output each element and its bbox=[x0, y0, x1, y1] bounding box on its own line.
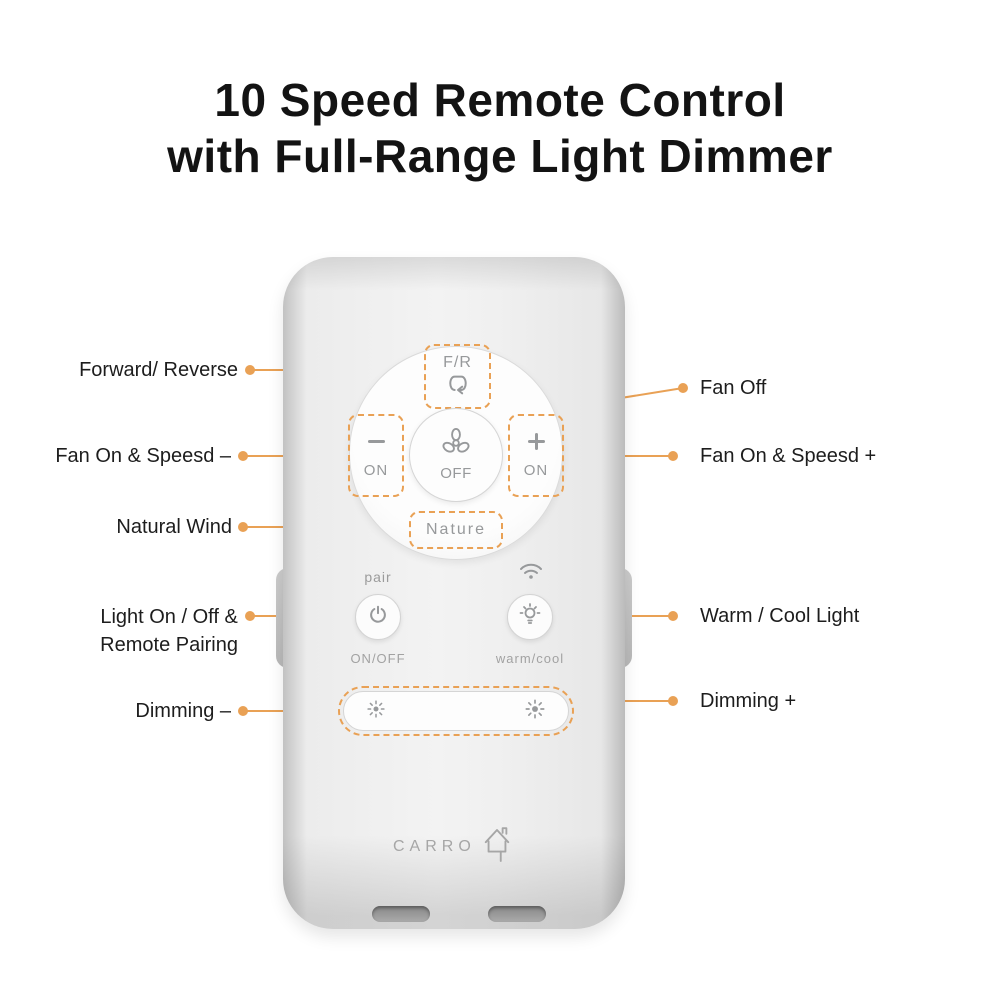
light-onoff-pair-button bbox=[355, 594, 401, 640]
house-icon bbox=[482, 825, 512, 870]
page-title-line2: with Full-Range Light Dimmer bbox=[167, 130, 833, 183]
callout-dot bbox=[238, 706, 248, 716]
fan-off-button: OFF bbox=[409, 408, 503, 502]
wifi-icon bbox=[519, 562, 543, 580]
dimmer-pill bbox=[343, 691, 569, 731]
pair-label: pair bbox=[364, 569, 392, 585]
power-icon bbox=[367, 604, 389, 631]
callout-dot bbox=[678, 383, 688, 393]
callout-label-fan-on-speed-plus: Fan On & Speesd + bbox=[700, 445, 877, 467]
callout-label-dimming-minus: Dimming – bbox=[135, 700, 231, 722]
plus-icon bbox=[527, 432, 545, 450]
brand-logo: CARRO bbox=[393, 826, 512, 868]
callout-label-light-onoff-line1: Light On / Off & bbox=[100, 606, 238, 628]
remote-control: F/R OFF bbox=[276, 257, 632, 929]
onoff-label: ON/OFF bbox=[350, 651, 406, 666]
forward-reverse-button: F/R bbox=[424, 344, 491, 409]
fan-icon bbox=[439, 428, 473, 463]
callout-label-dimming-plus: Dimming + bbox=[700, 690, 797, 712]
fan-speed-minus-button: ON bbox=[348, 414, 404, 497]
callout-dot bbox=[238, 451, 248, 461]
callout-label-light-onoff-pairing: Light On / Off & Remote Pairing bbox=[100, 603, 238, 659]
brand-name: CARRO bbox=[393, 838, 476, 855]
dim-minus-sun-icon bbox=[366, 699, 386, 724]
fan-speed-plus-button: ON bbox=[508, 414, 564, 497]
fan-speed-plus-label: ON bbox=[523, 462, 549, 479]
callout-dot bbox=[238, 522, 248, 532]
callout-dot bbox=[668, 696, 678, 706]
callout-dot bbox=[245, 611, 255, 621]
warm-cool-button bbox=[507, 594, 553, 640]
callout-label-forward-reverse: Forward/ Reverse bbox=[79, 359, 238, 381]
reverse-loop-icon bbox=[443, 375, 473, 400]
callout-label-fan-on-speed-minus: Fan On & Speesd – bbox=[55, 445, 231, 467]
nature-button: Nature bbox=[409, 511, 503, 549]
callout-dot bbox=[245, 365, 255, 375]
callout-dot bbox=[668, 451, 678, 461]
page-title: 10 Speed Remote Control with Full-Range … bbox=[0, 72, 1000, 184]
callout-label-natural-wind: Natural Wind bbox=[116, 516, 232, 538]
callout-dot bbox=[668, 611, 678, 621]
bulb-icon bbox=[519, 602, 541, 632]
forward-reverse-label: F/R bbox=[443, 353, 472, 371]
warmcool-label: warm/cool bbox=[495, 651, 565, 666]
callout-label-fan-off: Fan Off bbox=[700, 377, 767, 399]
bottom-slot-right bbox=[488, 906, 546, 922]
callout-label-warm-cool-light: Warm / Cool Light bbox=[700, 605, 860, 627]
nature-button-label: Nature bbox=[425, 521, 487, 538]
fan-speed-minus-label: ON bbox=[363, 462, 389, 479]
dim-plus-sun-icon bbox=[524, 698, 546, 725]
bottom-slot-left bbox=[372, 906, 430, 922]
fan-off-button-label: OFF bbox=[440, 465, 472, 482]
page-title-line1: 10 Speed Remote Control bbox=[214, 74, 786, 126]
minus-icon bbox=[367, 432, 385, 450]
callout-label-light-onoff-line2: Remote Pairing bbox=[100, 634, 238, 656]
dimmer-button bbox=[338, 686, 574, 736]
